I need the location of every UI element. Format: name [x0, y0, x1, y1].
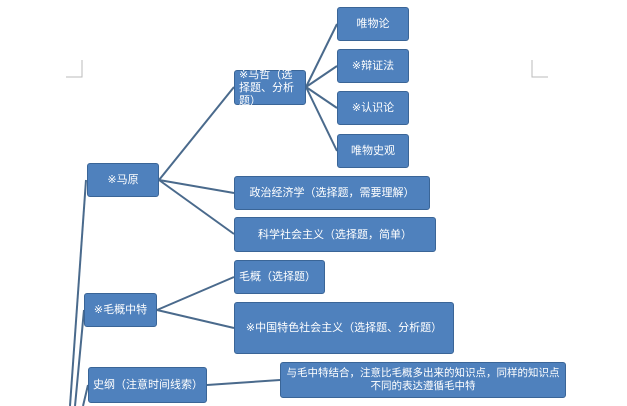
connector: [305, 23, 338, 88]
node-mazhe: ※马哲（选择题、分析题）: [234, 68, 306, 107]
connector: [69, 179, 87, 406]
node-mayuan: ※马原: [87, 163, 159, 197]
node-maogaizhongte: ※毛概中特: [84, 293, 157, 327]
connector: [158, 179, 235, 194]
node-maogai: 毛概（选择题）: [234, 260, 325, 294]
node-shigang: 史纲（注意时间线索）: [88, 367, 207, 403]
connector: [206, 379, 281, 386]
node-weiwushiguan: 唯物史观: [337, 134, 409, 168]
node-kexue: 科学社会主义（选择题，简单）: [234, 217, 436, 252]
page-corner-mark-left: [66, 60, 83, 78]
connector: [158, 86, 235, 181]
node-zhongguotese: ※中国特色社会主义（选择题、分析题）: [234, 302, 454, 354]
node-shigang-note: 与毛中特结合，注意比毛概多出来的知识点，同样的知识点不同的表达遵循毛中特: [280, 362, 566, 398]
connector: [156, 276, 235, 311]
connector: [305, 86, 338, 152]
node-renshilun: ※认识论: [337, 91, 409, 125]
connector: [156, 309, 235, 329]
connector: [305, 65, 338, 88]
node-zhengzhi: 政治经济学（选择题，需要理解）: [234, 176, 430, 210]
connector: [82, 384, 89, 406]
connector: [305, 86, 338, 109]
node-weiwulun: 唯物论: [337, 7, 409, 41]
node-bianzhengfa: ※辩证法: [337, 49, 409, 83]
page-corner-mark-right: [531, 60, 548, 78]
connector: [158, 179, 235, 235]
connector: [74, 309, 85, 406]
